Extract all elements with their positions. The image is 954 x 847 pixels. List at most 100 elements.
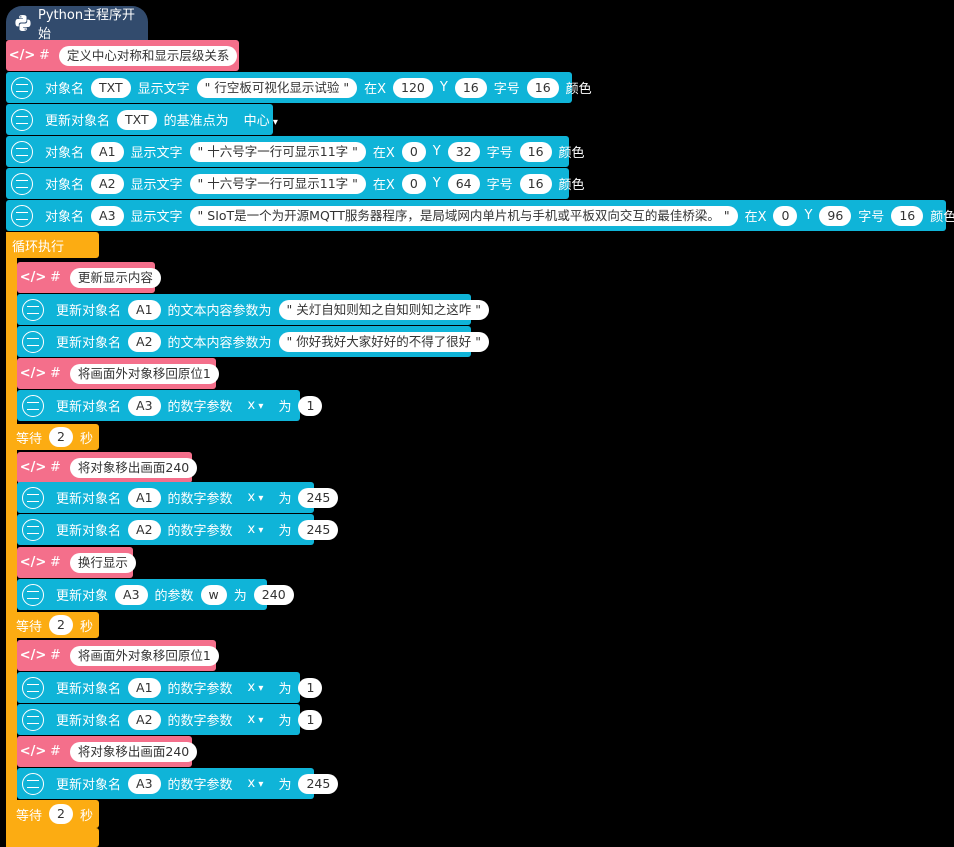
comment-block[interactable]: </>#将对象移出画面240 [17, 452, 198, 483]
y-field[interactable]: 64 [447, 173, 480, 194]
object-name-field[interactable]: TXT [91, 77, 131, 98]
x-field[interactable]: 0 [773, 205, 798, 226]
param-value-field[interactable]: 240 [253, 584, 294, 605]
block-text: 在X [364, 82, 387, 97]
param-value-field[interactable]: 245 [298, 773, 339, 794]
x-field[interactable]: 0 [401, 141, 426, 162]
display-text-field[interactable]: " 十六号字一行可显示11字 " [189, 173, 366, 194]
block-text: Y [432, 176, 441, 191]
object-name-field[interactable]: A3 [91, 205, 124, 226]
object-name-field[interactable]: A3 [128, 773, 161, 794]
python-main-hat-block[interactable]: Python主程序开始 [6, 6, 148, 42]
wait-seconds-field[interactable]: 2 [49, 615, 73, 635]
object-icon [11, 108, 33, 131]
font-size-field[interactable]: 16 [519, 173, 552, 194]
object-name-field[interactable]: A1 [128, 299, 161, 320]
block-text: 更新对象名 [56, 524, 122, 539]
object-name-field[interactable]: A1 [128, 677, 161, 698]
x-field[interactable]: 0 [401, 173, 426, 194]
x-field[interactable]: 120 [393, 77, 433, 98]
hat-label: Python主程序开始 [38, 8, 136, 42]
comment-block[interactable]: </>#将画面外对象移回原位1 [17, 640, 219, 671]
block-text: 显示文字 [130, 146, 183, 161]
wait-seconds-field[interactable]: 2 [49, 804, 73, 824]
param-value-field[interactable]: 245 [298, 487, 339, 508]
numparam-block[interactable]: 更新对象名A1的数字参数x为1 [17, 672, 323, 703]
comment-block[interactable]: </>#换行显示 [17, 547, 136, 578]
y-field[interactable]: 32 [447, 141, 480, 162]
comment-text-field[interactable]: 将对象移出画面240 [69, 457, 198, 478]
font-size-field[interactable]: 16 [519, 141, 552, 162]
comment-text-field[interactable]: 将画面外对象移回原位1 [69, 363, 219, 384]
param-value-field[interactable]: 245 [298, 519, 339, 540]
anchor-dropdown[interactable]: 中心 [236, 109, 286, 130]
numparam-block[interactable]: 更新对象名A2的数字参数x为245 [17, 514, 339, 545]
object-name-field[interactable]: A2 [128, 331, 161, 352]
param-value-field[interactable]: 1 [298, 677, 323, 698]
comment-text-field[interactable]: 将画面外对象移回原位1 [69, 645, 219, 666]
text-value-field[interactable]: " 你好我好大家好好的不得了很好 " [278, 331, 489, 352]
object-name-field[interactable]: A2 [91, 173, 124, 194]
comment-text-field[interactable]: 换行显示 [69, 552, 136, 573]
comment-block[interactable]: </>#定义中心对称和显示层级关系 [6, 40, 239, 71]
comment-block[interactable]: </>#更新显示内容 [17, 262, 161, 293]
numparam-block[interactable]: 更新对象名A3的数字参数x为245 [17, 768, 339, 799]
object-name-field[interactable]: A2 [128, 709, 161, 730]
object-name-field[interactable]: TXT [117, 109, 157, 130]
comment-text-field[interactable]: 将对象移出画面240 [69, 741, 198, 762]
comment-block[interactable]: </>#将画面外对象移回原位1 [17, 358, 219, 389]
hash-label: # [39, 48, 50, 63]
font-size-field[interactable]: 16 [526, 77, 559, 98]
display-text-field[interactable]: " 十六号字一行可显示11字 " [189, 141, 366, 162]
param-name-field[interactable]: w [200, 584, 227, 605]
param-dropdown[interactable]: x [240, 775, 272, 792]
param-dropdown[interactable]: x [240, 521, 272, 538]
param-dropdown[interactable]: x [240, 489, 272, 506]
block-text: 显示文字 [137, 82, 190, 97]
object-icon [11, 76, 33, 99]
wait-label: 等待 [16, 431, 43, 447]
object-name-field[interactable]: A1 [128, 487, 161, 508]
object-icon [22, 708, 44, 731]
numparam-block[interactable]: 更新对象名A1的数字参数x为245 [17, 482, 339, 513]
numparam-block[interactable]: 更新对象名A2的数字参数x为1 [17, 704, 323, 735]
forever-loop-block[interactable]: 循环执行 [6, 232, 99, 258]
y-field[interactable]: 16 [454, 77, 487, 98]
param-value-field[interactable]: 1 [298, 395, 323, 416]
param-dropdown[interactable]: x [240, 397, 272, 414]
object-name-field[interactable]: A1 [91, 141, 124, 162]
param-dropdown[interactable]: x [240, 679, 272, 696]
y-field[interactable]: 96 [819, 205, 852, 226]
block-text: 的数字参数 [167, 524, 233, 539]
display-text-field[interactable]: " 行空板可视化显示试验 " [196, 77, 358, 98]
object-icon [11, 172, 33, 195]
font-size-field[interactable]: 16 [891, 205, 924, 226]
display-text-field[interactable]: " SIoT是一个为开源MQTT服务器程序，是局域网内单片机与手机或平板双向交互… [189, 205, 738, 226]
param-dropdown[interactable]: x [240, 711, 272, 728]
object-name-field[interactable]: A3 [115, 584, 148, 605]
param-value-field[interactable]: 1 [298, 709, 323, 730]
block-text: 为 [278, 714, 292, 729]
text-value-field[interactable]: " 关灯自知则知之自知则知之这咋 " [278, 299, 489, 320]
comment-block[interactable]: </>#将对象移出画面240 [17, 736, 198, 767]
loop-foot [6, 828, 99, 847]
block-text: 更新对象名 [56, 492, 122, 507]
comment-text-field[interactable]: 定义中心对称和显示层级关系 [58, 45, 238, 66]
comment-text-field[interactable]: 更新显示内容 [69, 267, 161, 288]
block-text: 字号 [858, 210, 885, 225]
object-name-field[interactable]: A2 [128, 519, 161, 540]
numparam-block[interactable]: 更新对象名A3的数字参数x为1 [17, 390, 323, 421]
wait-seconds-field[interactable]: 2 [49, 427, 73, 447]
object-name-field[interactable]: A3 [128, 395, 161, 416]
